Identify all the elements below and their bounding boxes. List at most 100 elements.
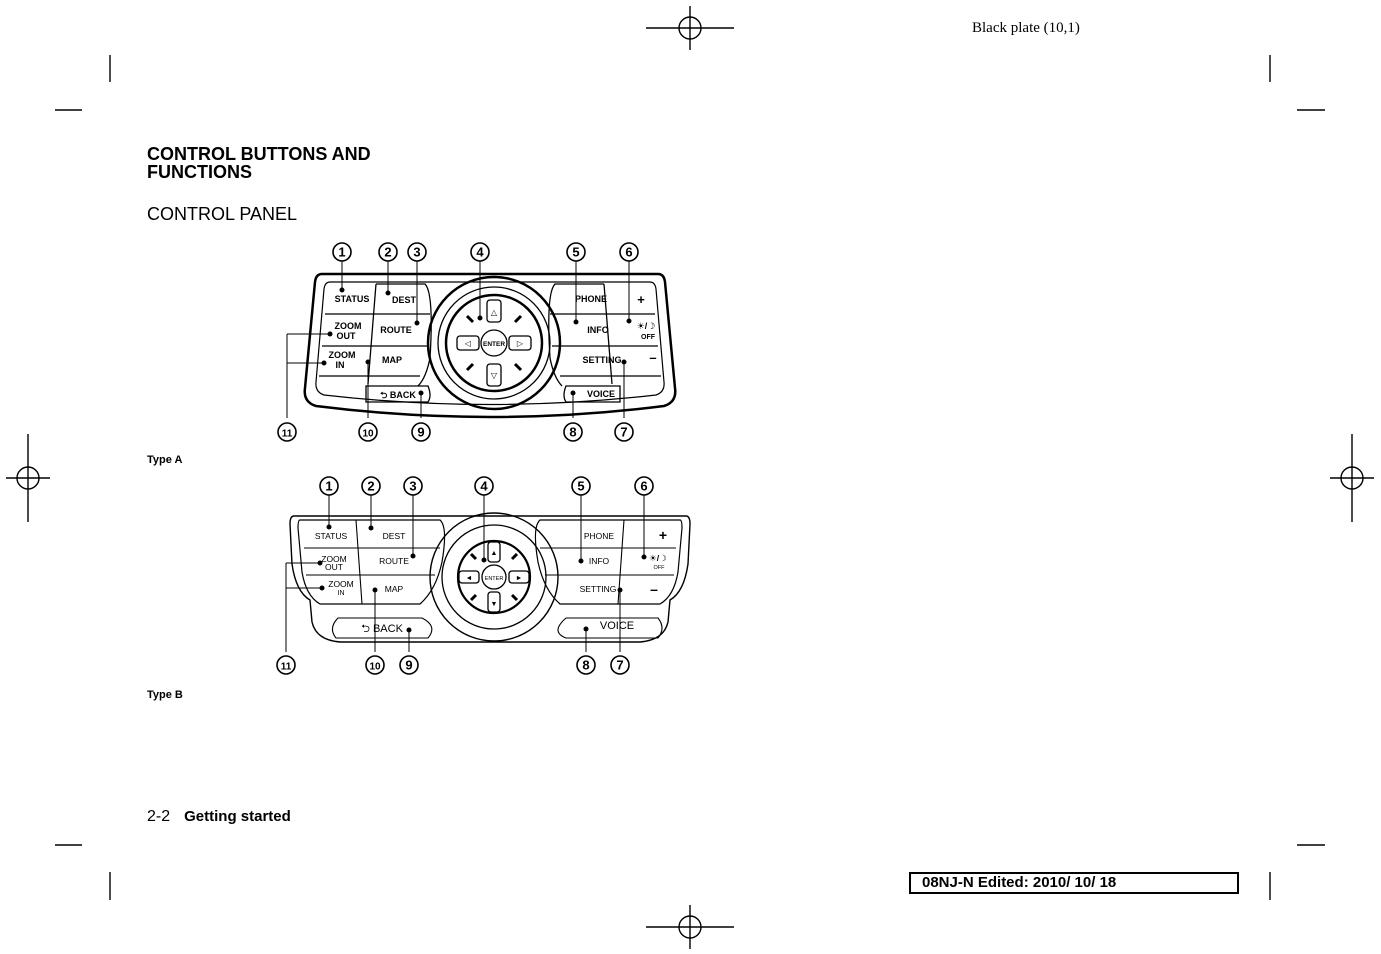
edit-stamp: 08NJ-N Edited: 2010/ 10/ 18 [909,872,1239,894]
up-arrow-icon[interactable]: ▲ [491,550,498,557]
route-button[interactable]: ROUTE [380,325,412,335]
enter-button[interactable]: ENTER [485,576,504,582]
callout-4: 4 [470,242,490,262]
svg-text:6: 6 [640,479,647,494]
svg-text:2: 2 [384,245,391,260]
right-arrow-icon[interactable]: ► [516,575,523,582]
zoom-out-button-line2[interactable]: OUT [325,562,343,572]
control-panel-type-b: ▲ ▼ ◄ ► ENTER STATUS DEST ZOOM OUT ROUTE… [276,476,691,675]
svg-text:5: 5 [577,479,584,494]
zoom-in-button[interactable]: ZOOM [328,579,354,589]
svg-text:11: 11 [281,662,292,673]
status-button[interactable]: STATUS [315,531,348,541]
left-arrow-icon[interactable]: ◄ [466,575,473,582]
callout-5: 5 [571,476,591,496]
dest-button[interactable]: DEST [383,531,406,541]
callout-1: 1 [319,476,339,496]
section-title-line2: FUNCTIONS [147,162,252,182]
svg-text:5: 5 [572,245,579,260]
callout-9: 9 [399,655,419,675]
day-night-icon[interactable]: ☀/☽ [637,321,656,331]
voice-button[interactable]: VOICE [600,620,634,632]
left-arrow-icon[interactable]: ◁ [464,339,471,348]
map-button[interactable]: MAP [385,584,404,594]
svg-text:4: 4 [476,245,484,260]
section-title-line1: CONTROL BUTTONS AND [147,144,371,164]
svg-text:4: 4 [480,479,488,494]
callout-6: 6 [634,476,654,496]
brightness-minus-button[interactable]: – [650,581,658,597]
callout-7: 7 [610,655,630,675]
down-arrow-icon[interactable]: ▼ [491,601,498,608]
callout-1: 1 [332,242,352,262]
figure-caption-type-b: Type B [147,689,183,701]
back-button[interactable]: ⮌ BACK [380,390,416,400]
svg-text:10: 10 [362,429,374,440]
plate-label: Black plate (10,1) [972,20,1080,36]
svg-text:10: 10 [369,662,381,673]
voice-button[interactable]: VOICE [587,389,615,399]
zoom-out-button[interactable]: ZOOM [335,321,362,331]
svg-text:3: 3 [413,245,420,260]
svg-text:1: 1 [325,479,332,494]
dest-button[interactable]: DEST [392,295,417,305]
callout-3: 3 [403,476,423,496]
callout-3: 3 [407,242,427,262]
control-panel-type-a: △ ▽ ◁ ▷ ENTER STATUS DEST ZOOM OUT ROUTE… [277,242,677,442]
brightness-plus-button[interactable]: + [659,527,667,543]
info-button[interactable]: INFO [589,556,610,566]
zoom-out-button[interactable]: ZOOM [321,554,347,564]
zoom-out-button-line2[interactable]: OUT [337,331,357,341]
callout-10: 10 [365,655,385,675]
callout-2: 2 [378,242,398,262]
callout-4: 4 [474,476,494,496]
brightness-plus-button[interactable]: + [637,292,645,307]
callout-8: 8 [576,655,596,675]
phone-button[interactable]: PHONE [584,531,615,541]
figure-caption-type-a: Type A [147,454,183,466]
zoom-in-button-line2[interactable]: IN [338,590,345,597]
svg-text:2: 2 [367,479,374,494]
svg-text:9: 9 [417,425,424,440]
phone-button[interactable]: PHONE [575,294,607,304]
svg-text:8: 8 [582,658,589,673]
enter-button[interactable]: ENTER [483,341,505,348]
svg-text:8: 8 [569,425,576,440]
callout-9: 9 [411,422,431,442]
down-arrow-icon[interactable]: ▽ [491,371,498,380]
info-button[interactable]: INFO [587,325,609,335]
back-button[interactable]: ⮌ BACK [361,623,403,635]
callout-6: 6 [619,242,639,262]
right-arrow-icon[interactable]: ▷ [517,339,524,348]
zoom-in-button[interactable]: ZOOM [329,350,356,360]
callout-5: 5 [566,242,586,262]
section-subtitle: CONTROL PANEL [147,204,298,224]
callout-11: 11 [277,422,297,442]
route-button[interactable]: ROUTE [379,556,409,566]
callout-10: 10 [358,422,378,442]
day-night-icon[interactable]: ☀/☽ [649,553,667,563]
svg-text:9: 9 [405,658,412,673]
callout-11: 11 [276,655,296,675]
svg-text:1: 1 [338,245,345,260]
status-button[interactable]: STATUS [335,294,370,304]
display-off-button[interactable]: OFF [641,334,656,341]
section-name: Getting started [184,808,291,825]
setting-button[interactable]: SETTING [582,355,621,365]
map-button[interactable]: MAP [382,355,402,365]
display-off-button[interactable]: OFF [654,565,666,571]
brightness-minus-button[interactable]: – [649,350,656,365]
setting-button[interactable]: SETTING [580,584,617,594]
page-number: 2-2 [147,808,171,825]
zoom-in-button-line2[interactable]: IN [336,360,345,370]
callout-8: 8 [563,422,583,442]
callout-2: 2 [361,476,381,496]
up-arrow-icon[interactable]: △ [491,308,498,317]
svg-text:6: 6 [625,245,632,260]
callout-7: 7 [614,422,634,442]
svg-text:7: 7 [620,425,627,440]
section-title: CONTROL BUTTONS AND FUNCTIONS [147,145,371,181]
svg-text:3: 3 [409,479,416,494]
svg-text:11: 11 [282,429,293,440]
